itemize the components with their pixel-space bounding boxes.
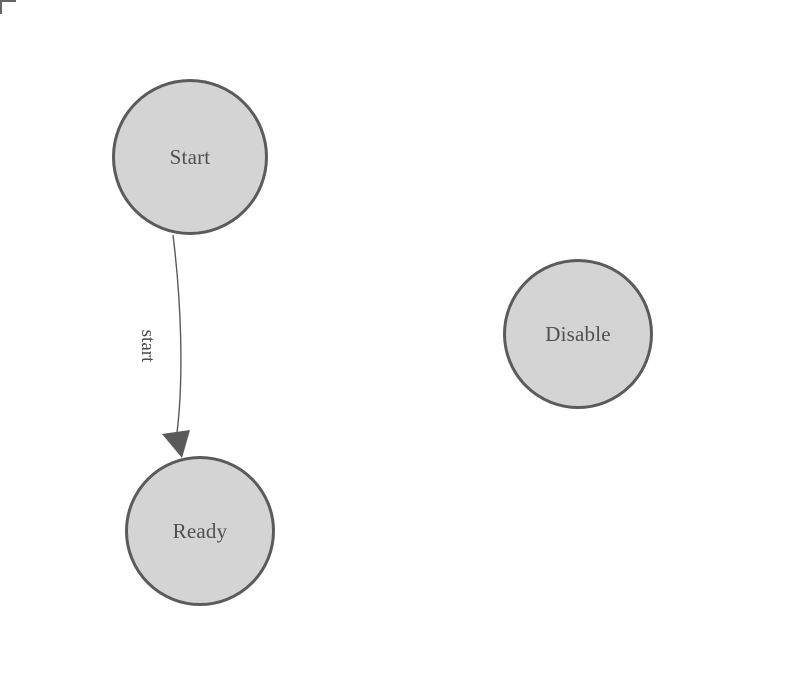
node-start[interactable]: Start <box>112 79 268 235</box>
node-ready[interactable]: Ready <box>125 456 275 606</box>
canvas-corner-marker <box>0 0 16 14</box>
node-disable-label: Disable <box>545 321 611 346</box>
node-start-label: Start <box>169 144 211 169</box>
node-disable[interactable]: Disable <box>503 259 653 409</box>
edge-start-to-ready[interactable] <box>172 234 182 434</box>
edge-label-start: start <box>137 329 158 363</box>
edge-arrowhead-icon[interactable] <box>162 430 190 458</box>
node-ready-label: Ready <box>172 518 228 543</box>
